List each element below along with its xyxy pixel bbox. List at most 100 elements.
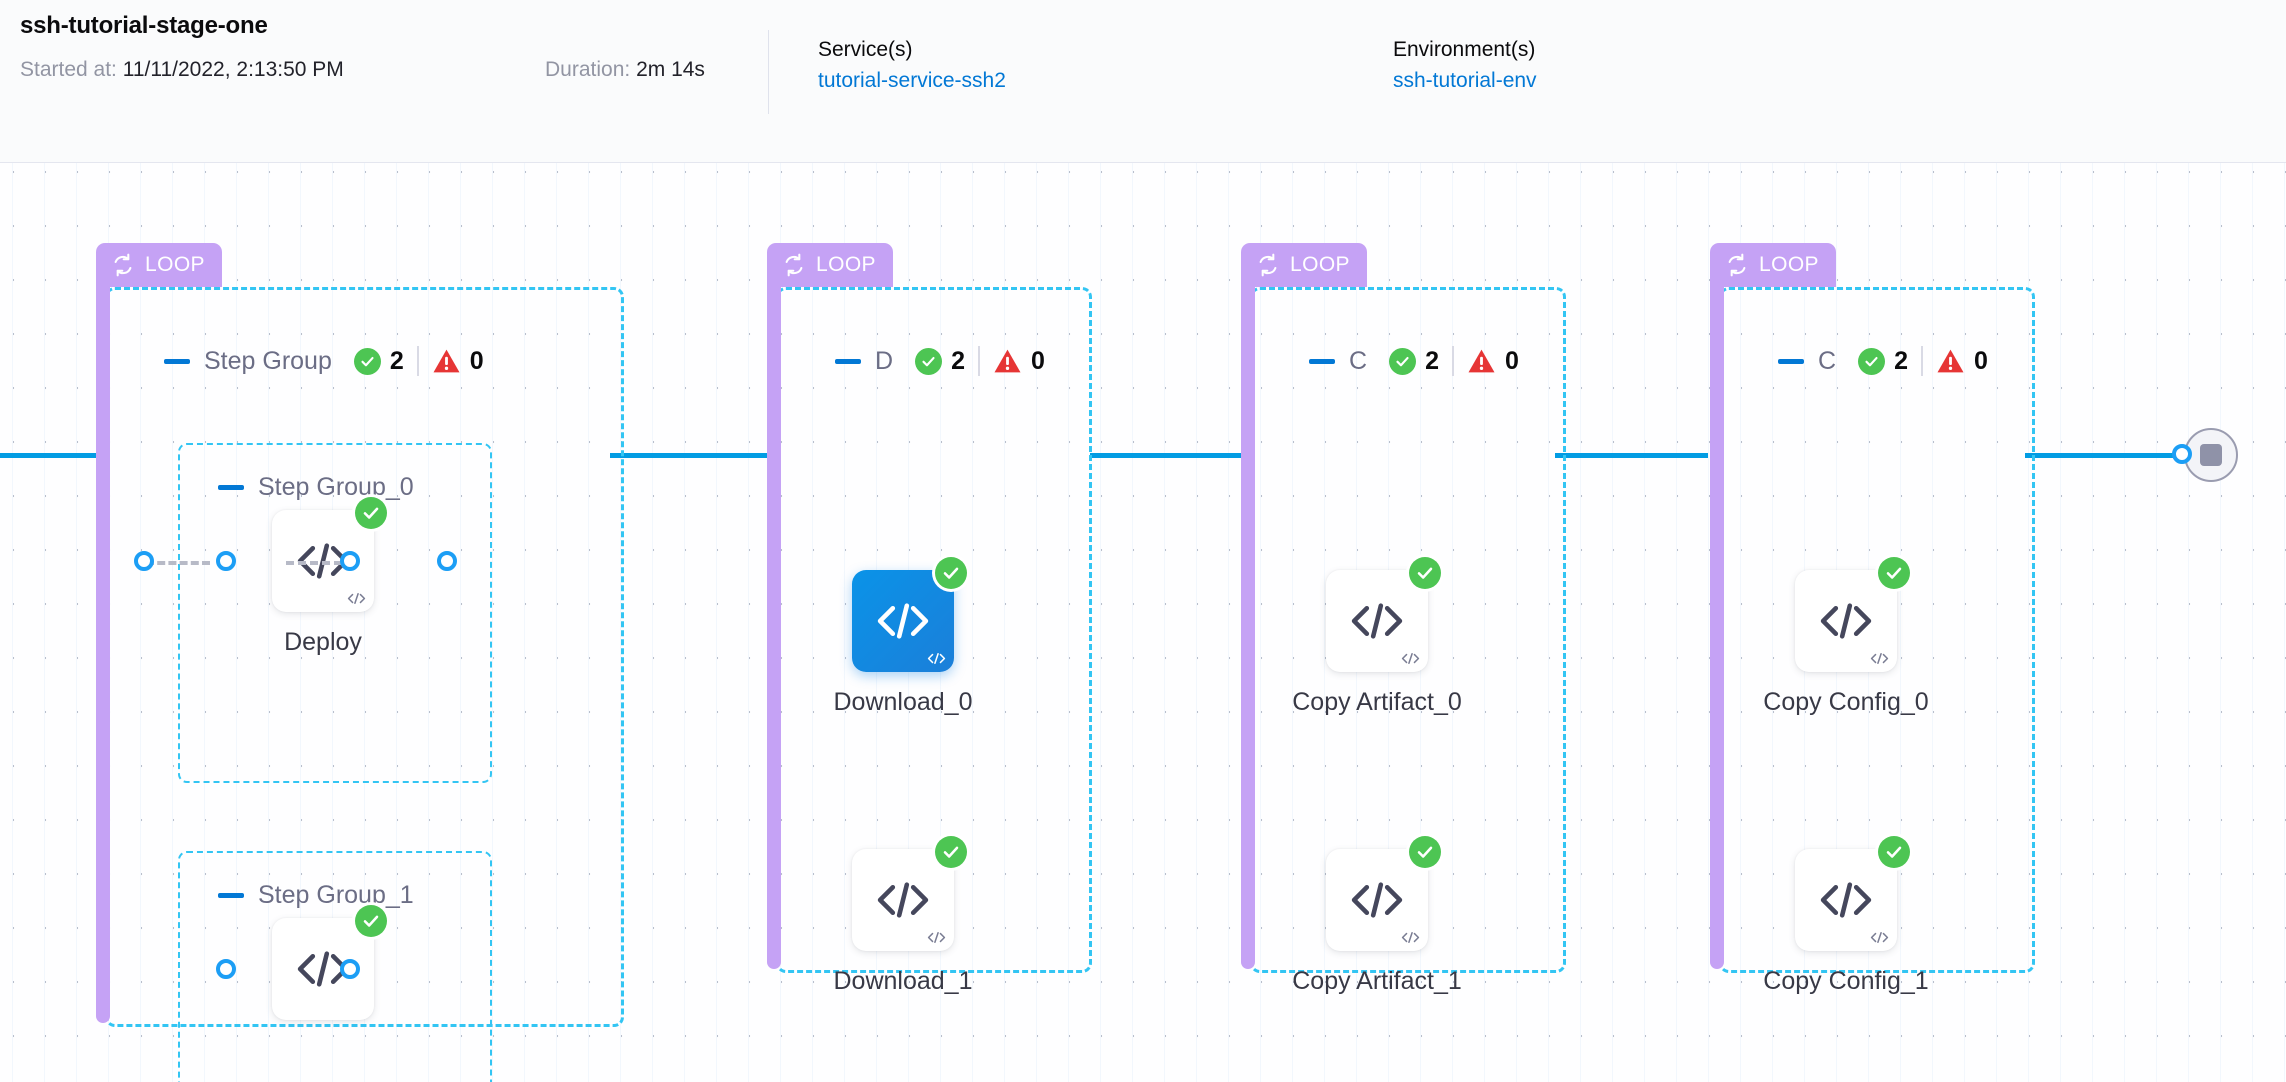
execution-header: ssh-tutorial-stage-one Started at: 11/11… (0, 0, 2286, 163)
count-divider (1920, 346, 1923, 376)
success-count: 2 (1425, 346, 1439, 375)
stop-button[interactable] (2184, 428, 2238, 482)
loop-label: LOOP (145, 253, 205, 276)
rail-segment-start (0, 453, 106, 458)
error-warning-icon (1937, 349, 1964, 373)
status-success-icon (1409, 557, 1441, 589)
code-mini-icon (1401, 931, 1420, 944)
code-icon (877, 882, 929, 918)
duration-info: Duration: 2m 14s (545, 58, 705, 82)
port-outer-right[interactable] (437, 551, 457, 571)
port-inner-right-1[interactable] (340, 959, 360, 979)
code-mini-icon (1870, 931, 1889, 944)
code-mini-icon (1401, 652, 1420, 665)
service-label: Service(s) (818, 38, 913, 61)
group-header-download: D 2 0 (835, 343, 1045, 379)
group-header-step-group-0: Step Group_0 (218, 469, 436, 505)
environment-link[interactable]: ssh-tutorial-env (1393, 69, 1537, 92)
success-check-icon (1389, 347, 1417, 375)
error-warning-icon (433, 349, 460, 373)
code-icon (877, 603, 929, 639)
node-box[interactable] (1795, 557, 1910, 672)
collapse-minus-icon[interactable] (218, 892, 244, 898)
status-success-icon (355, 905, 387, 937)
started-at-info: Started at: 11/11/2022, 2:13:50 PM (20, 58, 344, 82)
page-title: ssh-tutorial-stage-one (20, 12, 268, 39)
node-label: Deploy (284, 628, 362, 656)
loop-label: LOOP (816, 253, 876, 276)
error-count: 0 (469, 346, 484, 375)
node-box[interactable] (1326, 557, 1441, 672)
loop-label: LOOP (1759, 253, 1819, 276)
code-mini-icon (347, 592, 366, 605)
loop-label: LOOP (1290, 253, 1350, 276)
group-title: C (1818, 346, 1837, 375)
loop-icon (114, 253, 132, 277)
loop-icon (785, 253, 803, 277)
step-node-copy-config-1: Copy Config_1 (1763, 836, 1929, 995)
loop-badge[interactable]: LOOP (767, 243, 893, 287)
code-icon (1820, 603, 1872, 639)
code-mini-icon (927, 652, 946, 665)
count-divider (416, 346, 419, 376)
duration-value: 2m 14s (636, 58, 705, 81)
status-success-icon (1409, 836, 1441, 868)
count-divider (977, 346, 980, 376)
node-box[interactable] (272, 905, 387, 1020)
status-success-icon (1878, 836, 1910, 868)
rail-segment-2-3 (1090, 453, 1244, 458)
connector-dashed-left (146, 561, 210, 565)
collapse-minus-icon[interactable] (218, 484, 244, 490)
code-icon (1351, 882, 1403, 918)
port-end-left[interactable] (2172, 444, 2192, 464)
node-label: Download_0 (833, 688, 973, 716)
step-node-copy-config-0: Copy Config_0 (1763, 557, 1929, 716)
error-count: 0 (1030, 346, 1045, 375)
sub-step-group-0 (178, 443, 492, 783)
loop-badge[interactable]: LOOP (1710, 243, 1836, 287)
error-count: 0 (1973, 346, 1988, 375)
error-count: 0 (1504, 346, 1519, 375)
environment-column: Environment(s) ssh-tutorial-env (1393, 38, 1537, 93)
connector-dashed-right (286, 561, 354, 565)
error-warning-icon (994, 349, 1021, 373)
group-title: C (1349, 346, 1368, 375)
status-success-icon (1878, 557, 1910, 589)
collapse-minus-icon[interactable] (1778, 358, 1804, 364)
node-box[interactable] (1326, 836, 1441, 951)
status-success-icon (935, 836, 967, 868)
code-icon (1351, 603, 1403, 639)
success-check-icon (353, 347, 381, 375)
node-box[interactable] (852, 836, 967, 951)
node-box[interactable] (1795, 836, 1910, 951)
stop-icon (2200, 444, 2222, 466)
error-warning-icon (1468, 349, 1495, 373)
code-icon (1820, 882, 1872, 918)
success-check-icon (1858, 347, 1886, 375)
port-inner-right[interactable] (340, 551, 360, 571)
pipeline-graph-canvas[interactable]: LOOP Step Group 2 0 Step Group_0 (0, 163, 2286, 1082)
group-header-copy-artifact: C 2 0 (1309, 343, 1519, 379)
started-at-label: Started at: (20, 58, 117, 81)
sub-group-title: Step Group_0 (258, 472, 414, 501)
step-node-copy-artifact-0: Copy Artifact_0 (1292, 557, 1462, 716)
port-inner-left[interactable] (216, 551, 236, 571)
node-label: Copy Artifact_0 (1292, 688, 1462, 716)
node-box[interactable] (852, 557, 967, 672)
sub-step-group-1 (178, 851, 492, 1082)
port-inner-left-1[interactable] (216, 959, 236, 979)
count-divider (1451, 346, 1454, 376)
duration-label: Duration: (545, 58, 631, 81)
loop-badge[interactable]: LOOP (96, 243, 222, 287)
collapse-minus-icon[interactable] (1309, 358, 1335, 364)
node-label: Copy Artifact_1 (1292, 967, 1462, 995)
collapse-minus-icon[interactable] (164, 358, 190, 364)
port-outer-left[interactable] (134, 551, 154, 571)
pipeline-end-node (2172, 428, 2238, 482)
collapse-minus-icon[interactable] (835, 358, 861, 364)
environment-label: Environment(s) (1393, 38, 1536, 61)
service-link[interactable]: tutorial-service-ssh2 (818, 69, 1006, 92)
loop-badge[interactable]: LOOP (1241, 243, 1367, 287)
loop-side-bar (1710, 283, 1724, 969)
loop-icon (1728, 253, 1746, 277)
